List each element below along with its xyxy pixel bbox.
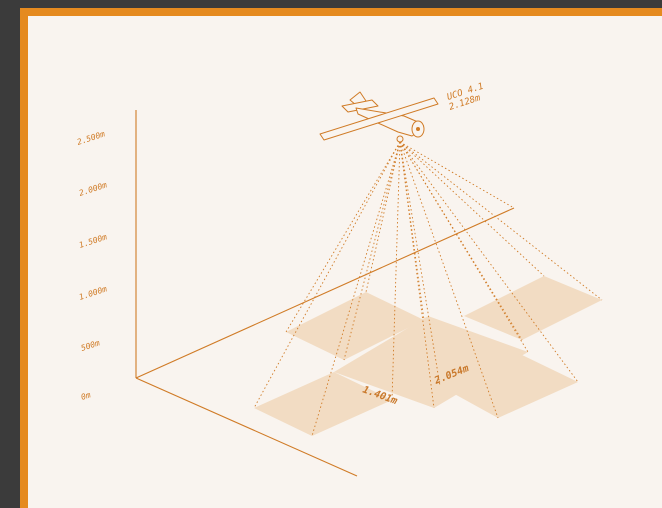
tile-back-left: [286, 292, 424, 360]
tick-label-500: 500m: [80, 338, 101, 353]
tile-center: [334, 316, 528, 408]
tile-front-right: [440, 354, 578, 418]
tile-front-left: [254, 372, 392, 436]
tick-label-2500: 2.500m: [76, 129, 106, 147]
tick-label-2000: 2.000m: [78, 180, 108, 198]
tick-label-1500: 1.500m: [78, 232, 108, 250]
axes: [135, 110, 515, 477]
tile-back-right: [464, 276, 602, 340]
width-axis: [135, 377, 358, 477]
sight-lines: [253, 141, 603, 437]
aircraft-tag: UCO 4.1 2.128m: [446, 82, 485, 113]
diagram-canvas: [28, 16, 662, 508]
tick-label-0: 0m: [80, 390, 92, 402]
depth-axis: [135, 207, 515, 379]
tick-label-1000: 1.000m: [78, 284, 108, 302]
altitude-ticks: 2.500m 2.000m 1.500m 1.000m 500m 0m: [76, 129, 108, 402]
airplane-icon: [319, 91, 439, 143]
footprint-tiles: [254, 276, 602, 436]
